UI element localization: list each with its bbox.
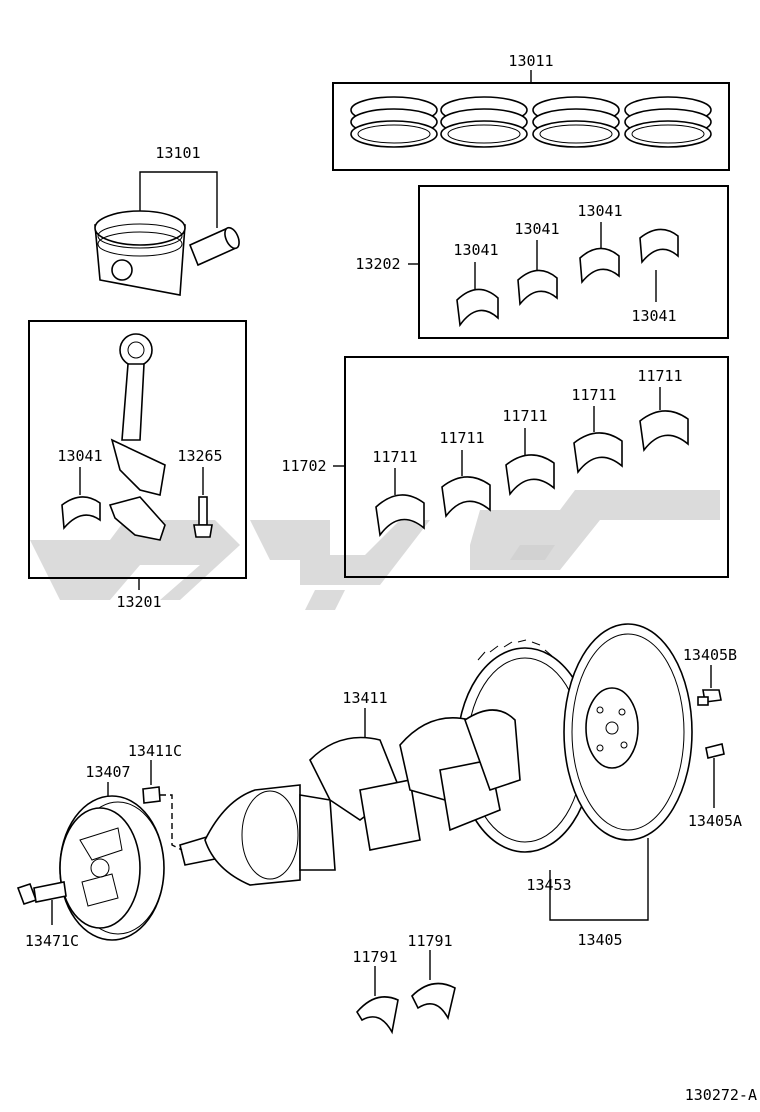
rod-bearing-group[interactable] xyxy=(408,185,729,339)
connecting-rod[interactable] xyxy=(110,333,166,496)
label-13011[interactable]: 13011 xyxy=(508,52,553,70)
label-11711-e[interactable]: 11711 xyxy=(637,367,682,385)
label-13101[interactable]: 13101 xyxy=(155,144,200,162)
label-13471C[interactable]: 13471C xyxy=(25,932,79,950)
main-bearing-3[interactable] xyxy=(505,428,555,497)
label-11711-c[interactable]: 11711 xyxy=(502,407,547,425)
label-13041-c[interactable]: 13041 xyxy=(577,202,622,220)
piston-ring-set-group[interactable] xyxy=(332,70,730,171)
label-11791-a[interactable]: 11791 xyxy=(352,948,397,966)
crankshaft[interactable] xyxy=(179,708,521,886)
rod-cap[interactable] xyxy=(108,496,166,541)
label-13405[interactable]: 13405 xyxy=(577,931,622,949)
rod-bolt[interactable] xyxy=(193,467,213,538)
rod-bearing-3[interactable] xyxy=(579,222,620,285)
crankshaft-key[interactable] xyxy=(142,760,183,851)
main-bearing-5[interactable] xyxy=(639,387,689,453)
piston-ring-box xyxy=(332,82,730,171)
thrust-washer-1[interactable] xyxy=(356,966,399,1035)
label-11702[interactable]: 11702 xyxy=(281,457,326,475)
label-13202[interactable]: 13202 xyxy=(355,255,400,273)
main-bearing-2[interactable] xyxy=(441,450,491,519)
label-11711-a[interactable]: 11711 xyxy=(372,448,417,466)
label-13041-b[interactable]: 13041 xyxy=(514,220,559,238)
main-bearing-group[interactable] xyxy=(333,356,729,578)
piston-ring-set-3[interactable] xyxy=(532,96,620,148)
rod-bearing-2[interactable] xyxy=(517,240,558,307)
main-bearing-1[interactable] xyxy=(375,468,425,538)
flywheel-bolt[interactable] xyxy=(697,665,722,706)
watermark-logo xyxy=(30,490,720,610)
pulley-bolt[interactable] xyxy=(16,881,67,925)
rod-bearing-in-box[interactable] xyxy=(61,467,101,530)
rod-bearing-1[interactable] xyxy=(456,262,499,328)
label-13411C[interactable]: 13411C xyxy=(128,742,182,760)
connecting-rod-group[interactable] xyxy=(28,320,247,590)
label-13201[interactable]: 13201 xyxy=(116,593,161,611)
label-11791-b[interactable]: 11791 xyxy=(407,932,452,950)
flywheel-dowel-pin[interactable] xyxy=(705,743,725,808)
piston-pin[interactable] xyxy=(188,226,242,267)
label-13405A[interactable]: 13405A xyxy=(688,812,742,830)
label-13411[interactable]: 13411 xyxy=(342,689,387,707)
thrust-washer-2[interactable] xyxy=(411,950,456,1021)
label-13041-a[interactable]: 13041 xyxy=(453,241,498,259)
label-13407[interactable]: 13407 xyxy=(85,763,130,781)
piston-ring-set-4[interactable] xyxy=(624,96,712,148)
label-11711-b[interactable]: 11711 xyxy=(439,429,484,447)
label-11711-d[interactable]: 11711 xyxy=(571,386,616,404)
label-13265[interactable]: 13265 xyxy=(177,447,222,465)
piston-ring-set-2[interactable] xyxy=(440,96,528,148)
flywheel-group[interactable] xyxy=(456,623,693,921)
rod-bearing-4[interactable] xyxy=(639,228,679,302)
connecting-rod-box xyxy=(28,320,247,579)
label-13453[interactable]: 13453 xyxy=(526,876,571,894)
diagram-code: 130272-A xyxy=(685,1086,757,1104)
label-13405B[interactable]: 13405B xyxy=(683,646,737,664)
main-bearing-4[interactable] xyxy=(573,406,623,475)
flywheel[interactable] xyxy=(563,623,693,841)
main-bearing-box xyxy=(344,356,729,578)
piston-group[interactable] xyxy=(94,171,242,296)
piston-ring-set-1[interactable] xyxy=(350,96,438,148)
crankshaft-pulley[interactable] xyxy=(59,782,165,941)
label-13041-d[interactable]: 13041 xyxy=(631,307,676,325)
rod-bearing-box xyxy=(418,185,729,339)
label-13041-e[interactable]: 13041 xyxy=(57,447,102,465)
